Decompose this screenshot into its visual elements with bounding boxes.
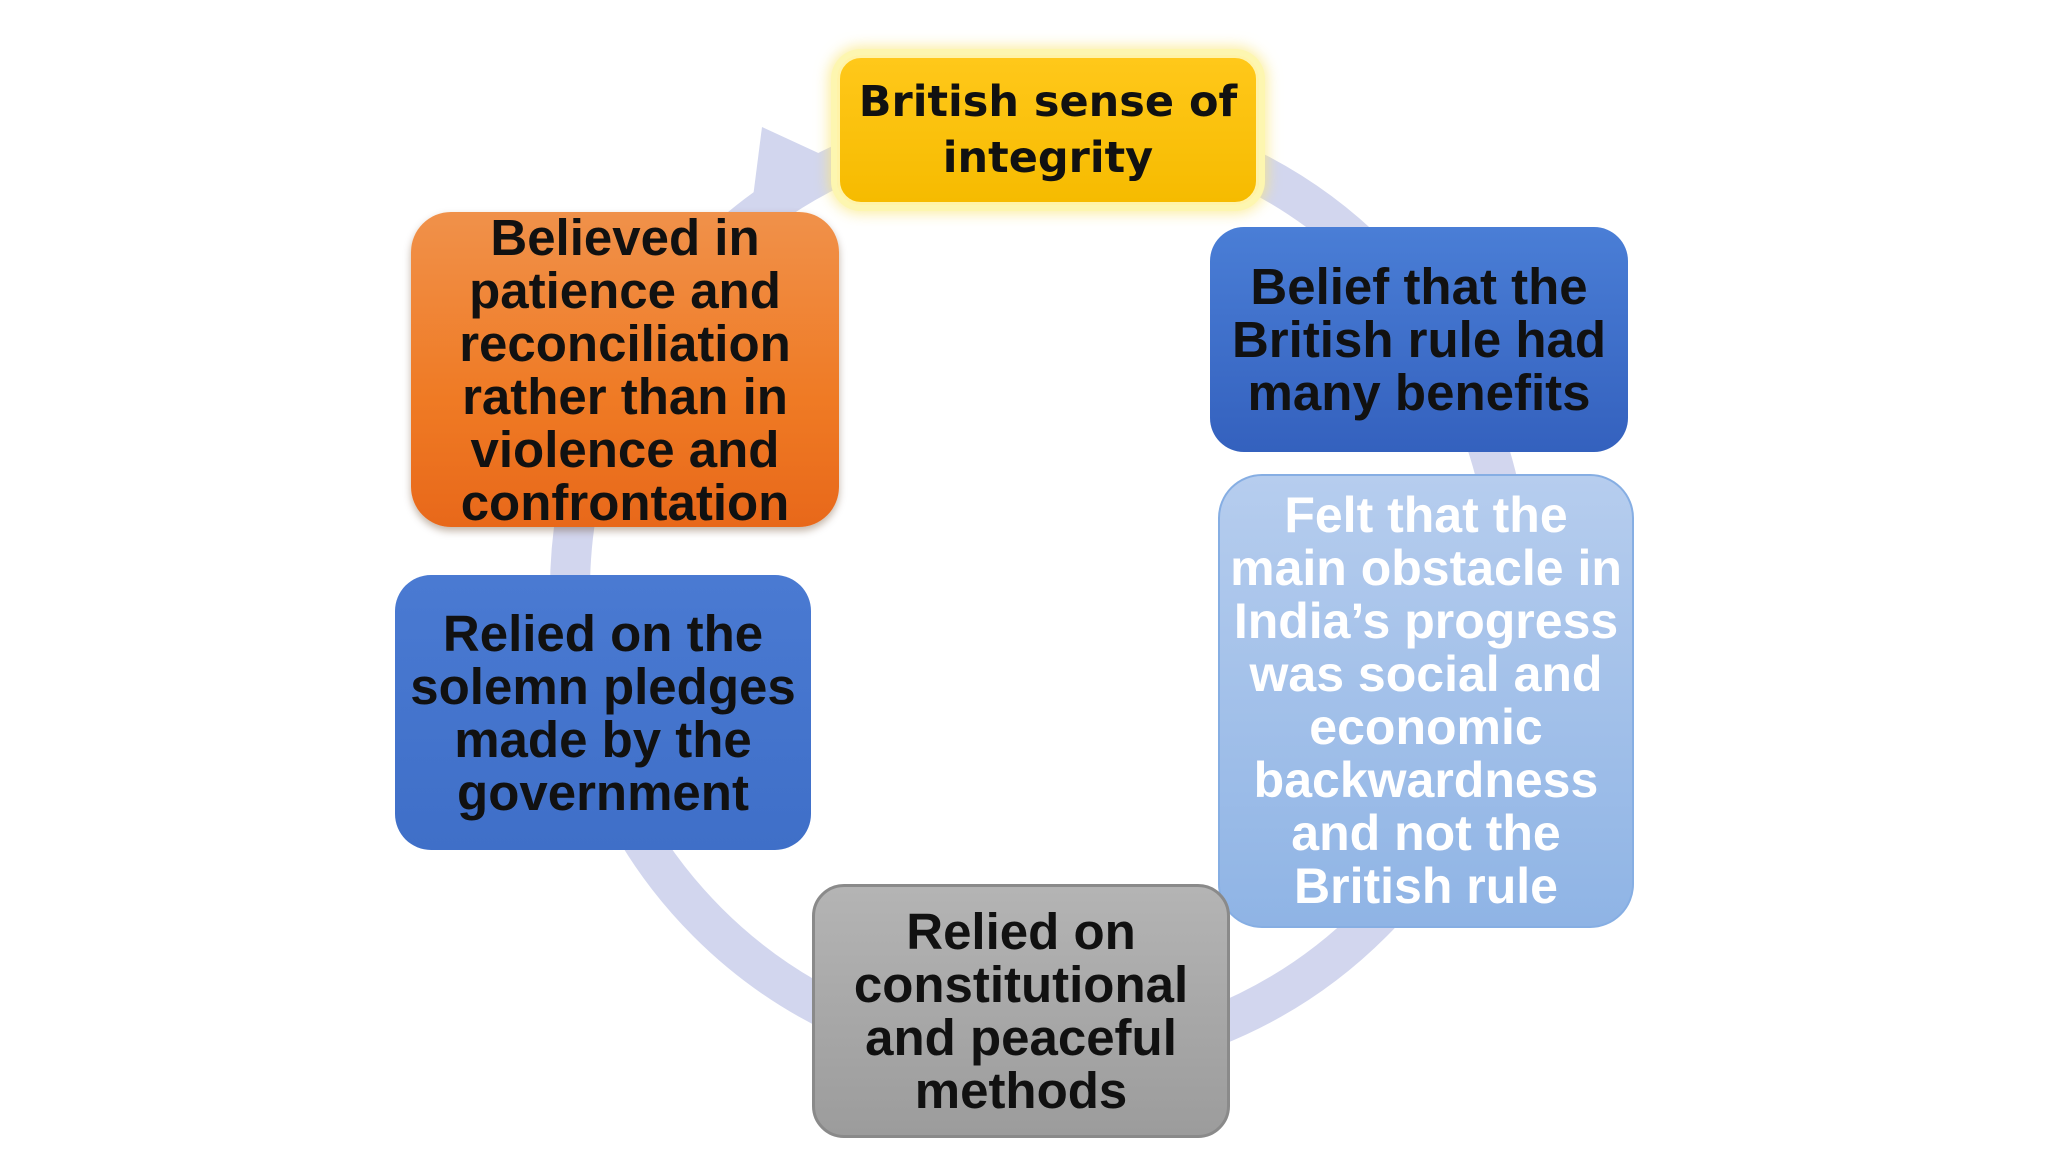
node-patience-reconciliation: Believed in patience and reconciliation … [411,212,839,527]
node-label: Belief that the British rule had many be… [1231,258,1607,421]
cycle-arrowhead-icon [752,127,827,205]
node-constitutional-methods: Relied on constitutional and peaceful me… [812,884,1230,1138]
node-label: British sense of integrity [858,77,1238,183]
node-label: Relied on constitutional and peaceful me… [853,903,1189,1119]
node-label: Believed in patience and reconciliation … [459,212,791,527]
node-british-rule-benefits: Belief that the British rule had many be… [1210,227,1628,452]
node-solemn-pledges: Relied on the solemn pledges made by the… [395,575,811,850]
node-label: Relied on the solemn pledges made by the… [410,604,796,821]
node-label: Felt that the main obstacle in India’s p… [1230,487,1622,914]
node-main-obstacle: Felt that the main obstacle in India’s p… [1218,474,1634,928]
node-british-sense-of-integrity: British sense of integrity [837,55,1259,205]
